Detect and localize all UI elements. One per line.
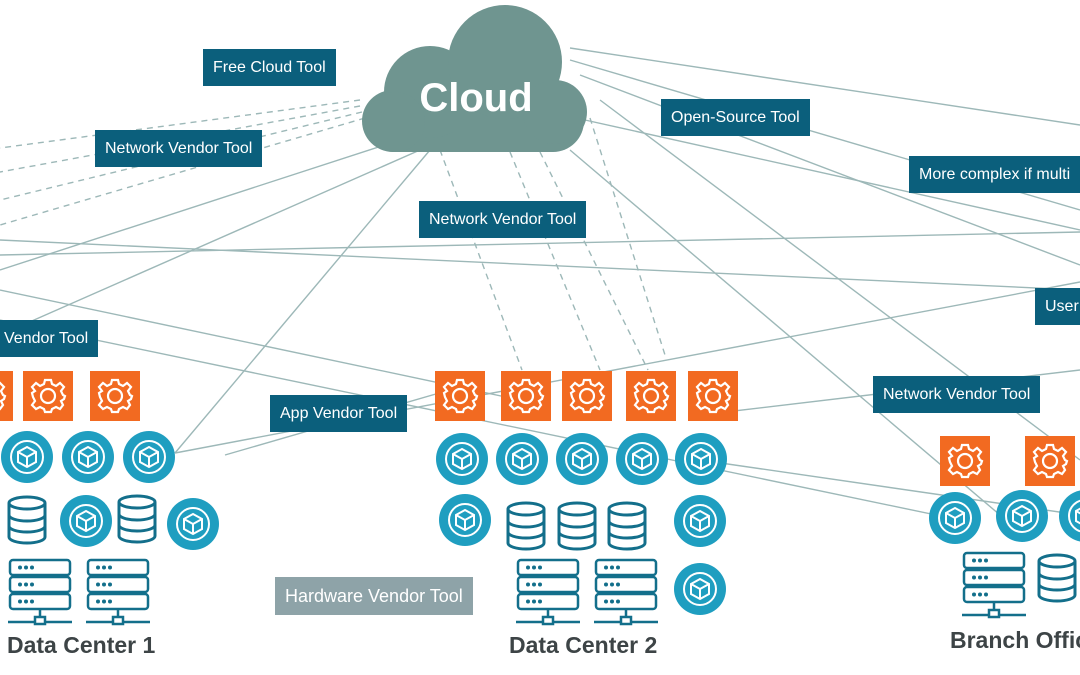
database-icon bbox=[607, 501, 647, 551]
cube-icon bbox=[928, 491, 982, 545]
cube-icon bbox=[615, 432, 669, 486]
database-icon bbox=[117, 494, 157, 544]
cube-icon bbox=[435, 432, 489, 486]
cube-icon bbox=[59, 494, 113, 548]
cube-icon bbox=[122, 430, 176, 484]
open-source-tool-tag: Open-Source Tool bbox=[661, 99, 810, 136]
network-vendor-tool-tag-right: Network Vendor Tool bbox=[873, 376, 1041, 413]
gear-icon bbox=[499, 369, 553, 423]
hardware-vendor-tool-tag: Hardware Vendor Tool bbox=[275, 577, 473, 615]
gear-icon bbox=[0, 369, 15, 423]
database-icon bbox=[7, 495, 47, 545]
cube-icon bbox=[555, 432, 609, 486]
cube-icon bbox=[995, 489, 1049, 543]
branch-office-devices bbox=[928, 434, 1080, 619]
cloud-shape bbox=[362, 5, 587, 152]
cube-icon bbox=[61, 430, 115, 484]
database-icon bbox=[506, 501, 546, 551]
gear-icon bbox=[433, 369, 487, 423]
data-center-1-label: Data Center 1 bbox=[7, 632, 156, 658]
vendor-tool-tag-left: Vendor Tool bbox=[0, 320, 99, 357]
database-icon bbox=[557, 501, 597, 551]
server-rack-icon bbox=[6, 558, 74, 626]
server-rack-icon bbox=[514, 558, 582, 626]
database-icon bbox=[1037, 553, 1077, 603]
network-vendor-tool-tag-top: Network Vendor Tool bbox=[95, 130, 263, 167]
cube-icon bbox=[674, 432, 728, 486]
app-vendor-tool-tag: App Vendor Tool bbox=[270, 395, 408, 432]
cube-icon bbox=[438, 493, 492, 547]
gear-icon bbox=[1023, 434, 1077, 488]
data-center-2-devices bbox=[433, 369, 740, 626]
cube-icon bbox=[495, 432, 549, 486]
gear-icon bbox=[560, 369, 614, 423]
cube-icon bbox=[1058, 489, 1080, 543]
server-rack-icon bbox=[960, 551, 1028, 619]
more-complex-tag: More complex if multi bbox=[909, 156, 1080, 193]
data-center-1-devices bbox=[0, 369, 220, 626]
user-tool-tag: User bbox=[1035, 288, 1080, 325]
cube-icon bbox=[673, 494, 727, 548]
cube-icon bbox=[166, 497, 220, 551]
network-vendor-tool-tag-center: Network Vendor Tool bbox=[419, 201, 587, 238]
data-center-2-label: Data Center 2 bbox=[509, 632, 658, 658]
gear-icon bbox=[686, 369, 740, 423]
free-cloud-tool-tag: Free Cloud Tool bbox=[203, 49, 336, 86]
cube-icon bbox=[0, 430, 54, 484]
gear-icon bbox=[938, 434, 992, 488]
cube-icon bbox=[673, 562, 727, 616]
gear-icon bbox=[624, 369, 678, 423]
branch-office-label: Branch Office bbox=[950, 627, 1080, 653]
gear-icon bbox=[88, 369, 142, 423]
server-rack-icon bbox=[84, 558, 152, 626]
cloud-label: Cloud bbox=[419, 76, 533, 120]
server-rack-icon bbox=[592, 558, 660, 626]
gear-icon bbox=[21, 369, 75, 423]
